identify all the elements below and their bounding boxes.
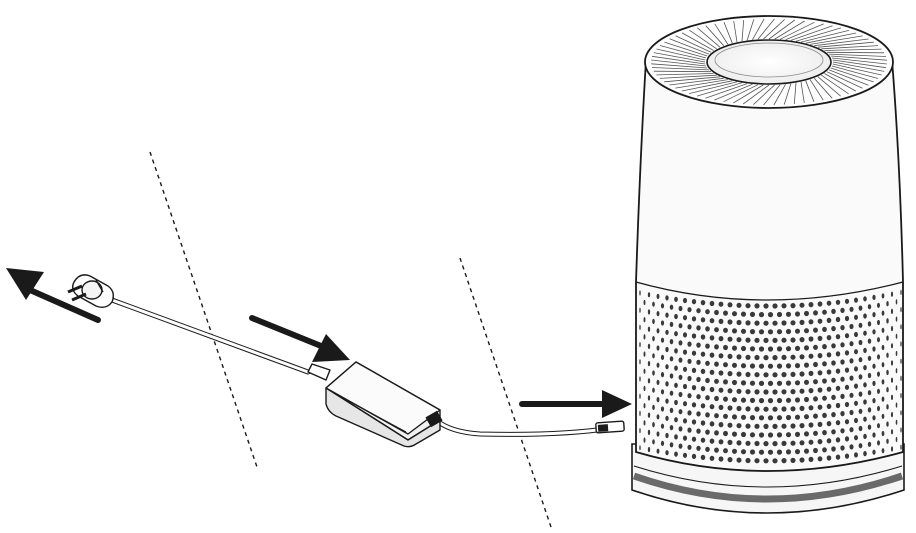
top-vent <box>651 18 887 106</box>
dc-cable <box>433 417 615 437</box>
purifier-grille <box>639 289 902 465</box>
top-control-disc <box>706 39 832 85</box>
arrow-purifier-socket <box>519 390 632 418</box>
purifier-icon <box>631 15 905 514</box>
plug-cable <box>109 297 311 375</box>
arrow-plug-direction <box>6 268 101 323</box>
arrow-adapter <box>249 315 350 362</box>
separator-line-left <box>149 151 259 471</box>
grille-seam <box>635 281 904 301</box>
purifier-body <box>635 59 904 472</box>
dc-connector <box>595 420 625 434</box>
power-adapter-icon <box>307 361 443 448</box>
power-plug-icon <box>67 274 115 309</box>
separator-line-right <box>459 257 553 531</box>
